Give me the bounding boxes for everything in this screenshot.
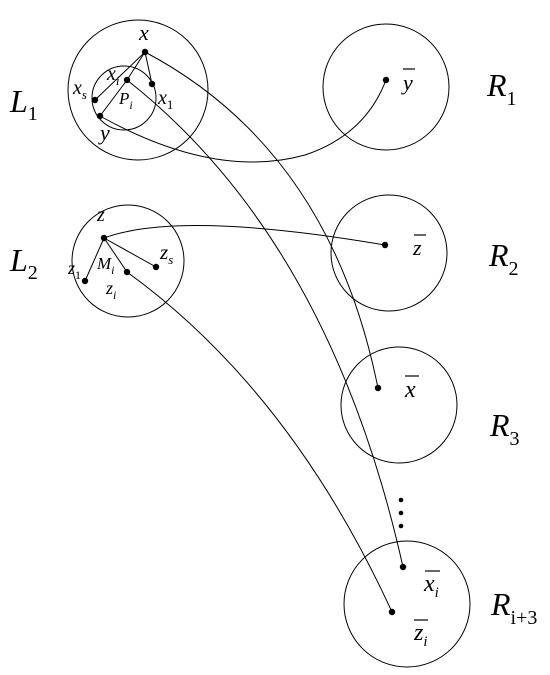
label-xi: xi: [106, 63, 120, 88]
label-xibar: xi: [423, 570, 440, 601]
set-Ri3: [343, 540, 471, 668]
vertex-ybar: [382, 76, 390, 84]
vertex-zi: [123, 268, 131, 276]
label-zi: zi: [105, 278, 116, 302]
label-L1: L1: [9, 83, 38, 125]
vertex-xi: [123, 76, 131, 84]
label-zs: zs: [159, 240, 173, 267]
vertex-xibar: [399, 563, 407, 571]
vertex-x1: [148, 80, 156, 88]
set-R2: [330, 194, 448, 312]
vertex-z: [100, 234, 108, 242]
label-x: x: [138, 20, 149, 45]
vertex-xbar: [374, 384, 382, 392]
label-z1: z1: [67, 258, 81, 282]
label-xs: xs: [72, 77, 87, 102]
edge-zi-zibar: [126, 271, 393, 613]
label-Mi: Mi: [96, 254, 115, 277]
edge-x-xbar: [144, 51, 379, 389]
edge-y-ybar: [99, 79, 387, 163]
label-z: z: [96, 204, 105, 226]
label-L2: L2: [9, 242, 38, 284]
edge-xi-xibar: [126, 79, 404, 568]
vertex-zbar: [381, 241, 389, 249]
svg-text:zi: zi: [413, 620, 428, 650]
label-zbar: z: [412, 234, 426, 260]
vertex-x: [141, 48, 149, 56]
edge-x-xs: [94, 51, 146, 101]
label-zibar: zi: [413, 619, 428, 650]
svg-text:y: y: [401, 70, 413, 95]
svg-text:z: z: [412, 235, 422, 260]
label-R1: R1: [486, 67, 517, 110]
label-ybar: y: [401, 68, 415, 95]
vertex-y: [96, 112, 104, 120]
edge-z-zi: [103, 237, 128, 273]
edge-y-xi: [99, 79, 128, 117]
vertical-ellipsis: [398, 497, 404, 529]
set-L2: [71, 204, 185, 318]
svg-text:xi: xi: [423, 571, 439, 601]
label-y: y: [98, 120, 110, 145]
edge-z-z1: [84, 237, 105, 282]
edge-x-xi: [126, 51, 146, 81]
svg-text:x: x: [404, 377, 416, 403]
label-R2: R2: [488, 237, 519, 280]
edge-z-zs: [103, 237, 157, 268]
vertex-zs: [152, 263, 160, 271]
edge-z-zbar: [103, 225, 386, 246]
set-Pi: [91, 65, 157, 131]
set-R1: [322, 23, 450, 151]
set-L1: [67, 19, 209, 161]
vertex-z1: [81, 277, 89, 285]
set-R3: [340, 346, 458, 464]
vertex-zibar: [388, 608, 396, 616]
label-Pi: Pi: [118, 89, 133, 112]
label-R3: R3: [489, 407, 520, 450]
label-Ri3: Ri+3: [490, 586, 537, 629]
edge-x-x1: [144, 51, 153, 85]
vertex-xs: [91, 96, 99, 104]
label-xbar: x: [404, 375, 419, 403]
label-x1: x1: [157, 87, 173, 112]
